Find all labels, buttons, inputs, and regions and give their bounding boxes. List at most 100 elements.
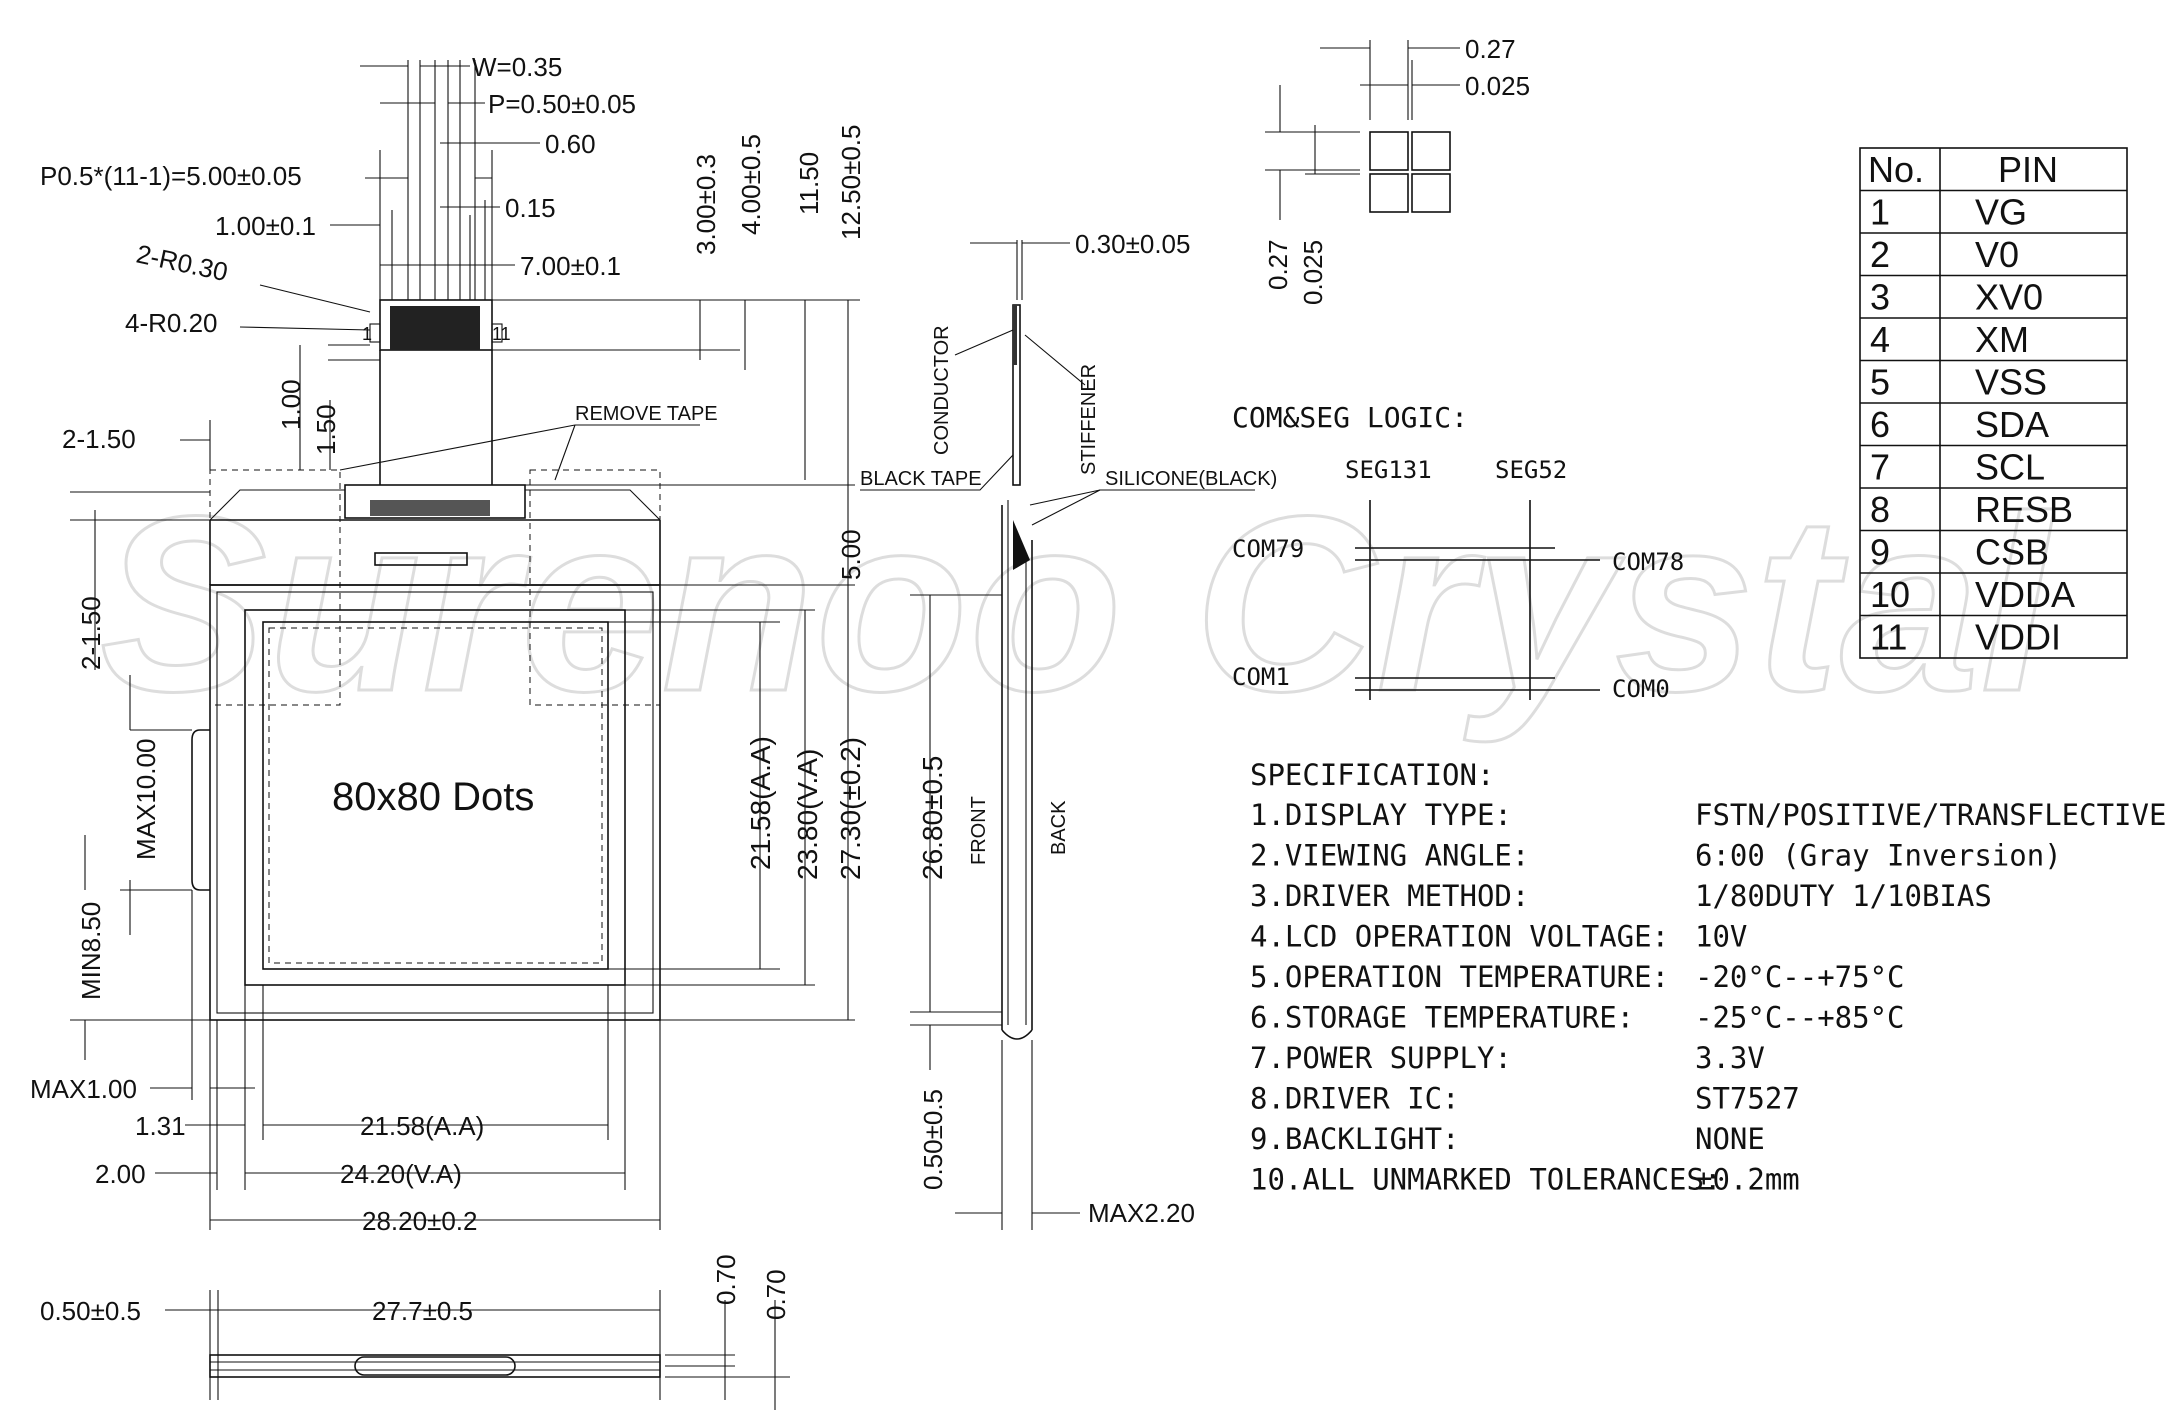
- spec-title: SPECIFICATION:: [1250, 758, 1494, 792]
- dim-2-150a: 2-1.50: [62, 424, 136, 454]
- pin-table-pin: RESB: [1975, 489, 2073, 530]
- dot-v027: 0.27: [1263, 239, 1293, 290]
- pin-table-pin: XV0: [1975, 277, 2043, 318]
- fpc-notch-left: [369, 323, 381, 343]
- side-thickness: 0.30±0.05: [1075, 229, 1190, 259]
- spec-label: 7.POWER SUPPLY:: [1250, 1041, 1512, 1075]
- remove-tape-label: REMOVE TAPE: [575, 403, 718, 425]
- logic-com0: COM0: [1612, 675, 1670, 703]
- dim-v1250: 12.50±0.5: [836, 125, 866, 240]
- dim-v400: 4.00±0.5: [736, 134, 766, 235]
- spec-value: -25°C--+85°C: [1695, 1001, 1905, 1035]
- pin-table-no: 10: [1870, 574, 1910, 615]
- spec-value: ST7527: [1695, 1082, 1800, 1116]
- pin-table-pin: CSB: [1975, 532, 2049, 573]
- side-tab: [191, 729, 210, 891]
- dot-detail: 0.27 0.025 0.27 0.025: [1263, 34, 1530, 305]
- fpc-notch-right: [491, 323, 503, 343]
- pin-table-header-pin: PIN: [1998, 149, 2058, 190]
- remove-tape-leader: [339, 424, 700, 481]
- com-seg-logic: COM&SEG LOGIC: SEG131 SEG52 COM79 COM78 …: [1232, 401, 1684, 703]
- pin-table-no: 8: [1870, 489, 1890, 530]
- fpc-bond-pads: [370, 500, 490, 516]
- profile-bump: [354, 1356, 516, 1376]
- pin-table-no: 1: [1870, 192, 1890, 233]
- spec-label: 9.BACKLIGHT:: [1250, 1122, 1460, 1156]
- spec-value: 1/80DUTY 1/10BIAS: [1695, 879, 1992, 913]
- side-black-tape-label: BLACK TAPE: [860, 468, 982, 490]
- dim-max100: MAX1.00: [30, 1074, 137, 1104]
- spec-label: 2.VIEWING ANGLE:: [1250, 839, 1529, 873]
- spec-label: 4.LCD OPERATION VOLTAGE:: [1250, 920, 1669, 954]
- dim-aa-v: 21.58(A.A): [745, 736, 776, 870]
- dim-r020: 4-R0.20: [125, 308, 218, 338]
- pin-table-no: 7: [1870, 447, 1890, 488]
- dim-total-h: 28.20±0.2: [362, 1206, 477, 1236]
- spec-label: 5.OPERATION TEMPERATURE:: [1250, 960, 1669, 994]
- side-bottom: 0.50±0.5: [918, 1089, 948, 1190]
- ledge-chamfer: [209, 489, 661, 521]
- dim-015: 0.15: [505, 193, 556, 223]
- spec-label: 3.DRIVER METHOD:: [1250, 879, 1529, 913]
- pin-table-pin: VDDI: [1975, 617, 2061, 658]
- side-silicone: [1013, 520, 1030, 570]
- spec-label: 1.DISPLAY TYPE:: [1250, 798, 1512, 832]
- bottom-profile-view: 0.50±0.5 27.7±0.5 0.70 0.70: [40, 1254, 791, 1410]
- logic-seg131: SEG131: [1345, 456, 1432, 484]
- pin-table-pin: VSS: [1975, 362, 2047, 403]
- dot-2: [1411, 131, 1451, 171]
- dim-700-01: 7.00±0.1: [520, 251, 621, 281]
- module-inner-outline: [216, 591, 654, 1014]
- dim-va-v: 23.80(V.A): [792, 749, 823, 880]
- dot-1: [1369, 131, 1409, 171]
- dim-r030: 2-R0.30: [134, 239, 231, 288]
- dim-b070a: 0.70: [711, 1254, 741, 1305]
- pin-table-pin: XM: [1975, 319, 2029, 360]
- pin-table-pin: SDA: [1975, 404, 2049, 445]
- dim-b277: 27.7±0.5: [372, 1296, 473, 1326]
- side-conductor: [1013, 305, 1017, 365]
- spec-value: ±0.2mm: [1695, 1163, 1800, 1197]
- logic-com1: COM1: [1232, 663, 1290, 691]
- dim-b050: 0.50±0.5: [40, 1296, 141, 1326]
- module-outline: [209, 584, 661, 1021]
- spec-label: 10.ALL UNMARKED TOLERANCES:: [1250, 1163, 1721, 1197]
- spec-label: 8.DRIVER IC:: [1250, 1082, 1460, 1116]
- pin-table-no: 5: [1870, 362, 1890, 403]
- spec-rows: 1.DISPLAY TYPE:FSTN/POSITIVE/TRANSFLECTI…: [1250, 798, 2166, 1197]
- pin11-label: 11: [492, 324, 511, 344]
- bottom-dimensions: MAX1.00 1.31 21.58(A.A) 2.00 24.20(V.A) …: [30, 890, 661, 1236]
- pin-table-pin: VG: [1975, 192, 2027, 233]
- viewing-area: [244, 609, 626, 986]
- pin-table-no: 2: [1870, 234, 1890, 275]
- side-height: 26.80±0.5: [917, 756, 948, 880]
- side-max220: MAX2.20: [1088, 1198, 1195, 1228]
- dots-label: 80x80 Dots: [332, 775, 534, 819]
- glass-ledge: [209, 519, 661, 586]
- profile-outline: [209, 1354, 661, 1378]
- left-dimensions: 1.00 1.50 2-1.50 2-1.50 MAX10.00 MIN8.50: [62, 344, 380, 1060]
- ledge-slot: [374, 552, 468, 566]
- remove-tape-left: [209, 469, 341, 706]
- side-front-label: FRONT: [968, 796, 990, 865]
- side-conductor-label: CONDUCTOR: [931, 325, 953, 455]
- dim-v150: 1.50: [311, 404, 341, 455]
- dim-total-v: 27.30(±0.2): [835, 737, 866, 880]
- dim-va-h: 24.20(V.A): [340, 1159, 462, 1189]
- dim-max1000: MAX10.00: [131, 739, 161, 860]
- side-body: [1001, 505, 1033, 1040]
- pin-table-no: 3: [1870, 277, 1890, 318]
- dim-v300: 3.00±0.3: [691, 154, 721, 255]
- spec-value: 10V: [1695, 920, 1747, 954]
- dim-2-150b: 2-1.50: [76, 596, 106, 670]
- spec-value: NONE: [1695, 1122, 1765, 1156]
- dim-100-01: 1.00±0.1: [215, 211, 316, 241]
- fpc-bond-area: [344, 484, 526, 519]
- pin-table-no: 11: [1870, 617, 1907, 658]
- dot-3: [1369, 173, 1409, 213]
- pin-table-no: 6: [1870, 404, 1890, 445]
- dim-p: P=0.50±0.05: [488, 89, 636, 119]
